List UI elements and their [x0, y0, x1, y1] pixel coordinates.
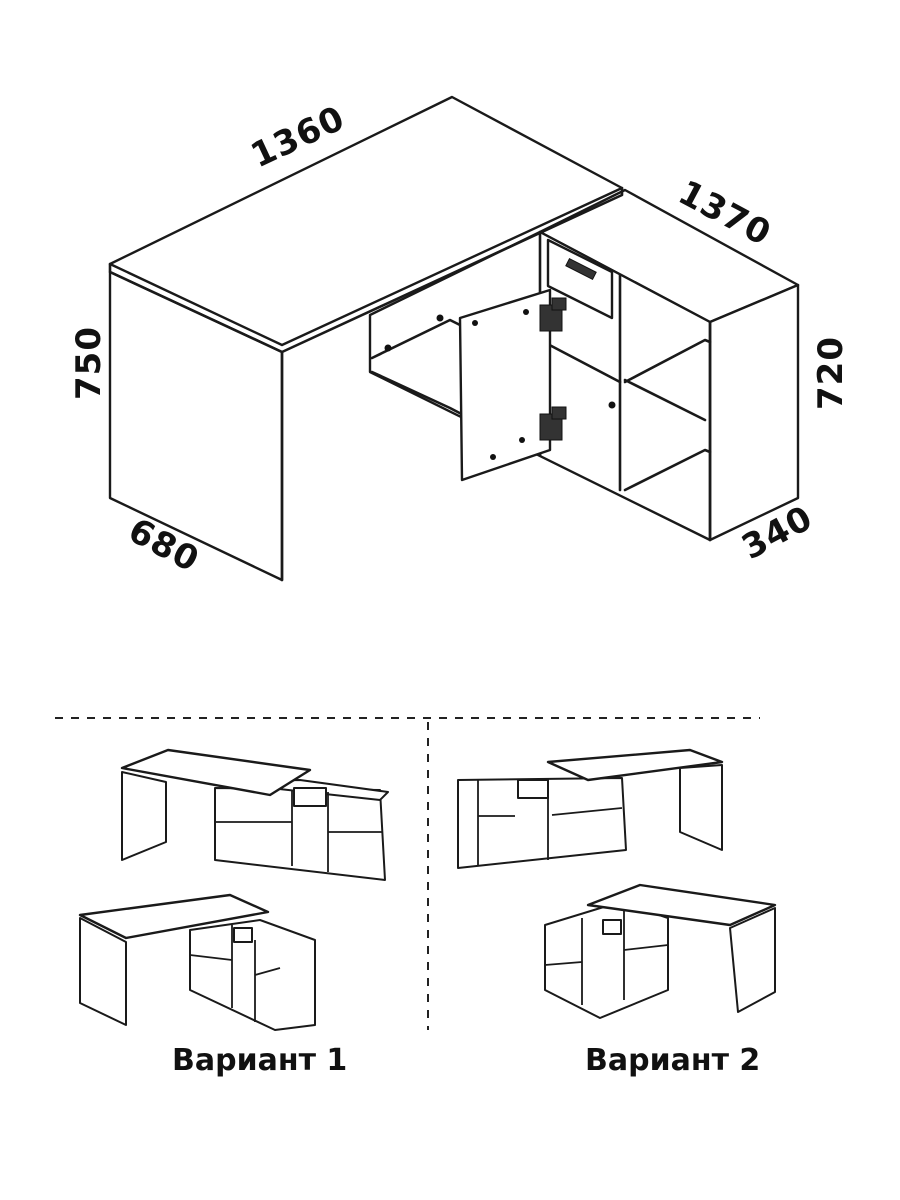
drawer-handle-icon: [565, 257, 597, 281]
v2b-shelf: [623, 944, 669, 951]
v2b-tabletop: [586, 883, 777, 927]
door-hole: [519, 437, 525, 443]
v1b-cabinet: [189, 919, 316, 1031]
dowel-hole: [384, 344, 392, 352]
cabinet-shelf-right-upper: [623, 338, 712, 384]
dowel-hole: [436, 314, 444, 322]
variant-1-label: Вариант 1: [172, 1043, 347, 1078]
variant-2-label: Вариант 2: [585, 1043, 760, 1078]
door-hole: [490, 454, 496, 460]
dimension-desk-height: 750: [69, 326, 109, 400]
cabinet-open-door: [458, 288, 552, 482]
cabinet-drawer: [546, 238, 614, 320]
v2a-desk-leg: [679, 764, 723, 851]
desk-tabletop-edge: [108, 186, 624, 354]
v2a-drawer: [517, 779, 549, 799]
v1b-tabletop: [78, 893, 270, 940]
dimension-cabinet-height: 720: [811, 336, 851, 410]
v2a-cabinet-front: [457, 777, 627, 869]
hinge-lower-icon: [539, 406, 567, 441]
variant-1-top-sketch: [120, 748, 389, 881]
cabinet-shelf-right-mid: [623, 378, 707, 422]
v2a-tabletop: [546, 748, 724, 782]
v1b-shelf: [254, 967, 281, 976]
hinge-upper-icon: [539, 297, 567, 332]
cabinet-shelf-right-lower: [623, 448, 712, 492]
v2b-drawer: [602, 919, 622, 935]
v1b-desk-leg: [79, 917, 127, 1026]
v1b-shelf: [189, 954, 233, 961]
v2b-shelf: [544, 961, 583, 966]
door-hole: [472, 320, 478, 326]
v1b-drawer: [233, 927, 253, 943]
v1a-tabletop: [120, 748, 312, 797]
cabinet-shelf-mid: [538, 338, 622, 384]
cabinet-side-panel: [708, 283, 800, 542]
variant-2-top-sketch: [457, 748, 724, 869]
v2b-desk-leg: [729, 907, 776, 1013]
v1a-drawer: [293, 787, 327, 807]
dowel-hole: [608, 401, 616, 409]
main-desk-drawing: [108, 95, 800, 582]
door-hole: [523, 309, 529, 315]
variant-2-bottom-sketch: [544, 883, 777, 1019]
variant-1-bottom-sketch: [78, 893, 316, 1031]
v1a-desk-leg: [121, 771, 167, 861]
cabinet-unit: [368, 188, 800, 542]
v2a-shelf: [551, 807, 623, 816]
